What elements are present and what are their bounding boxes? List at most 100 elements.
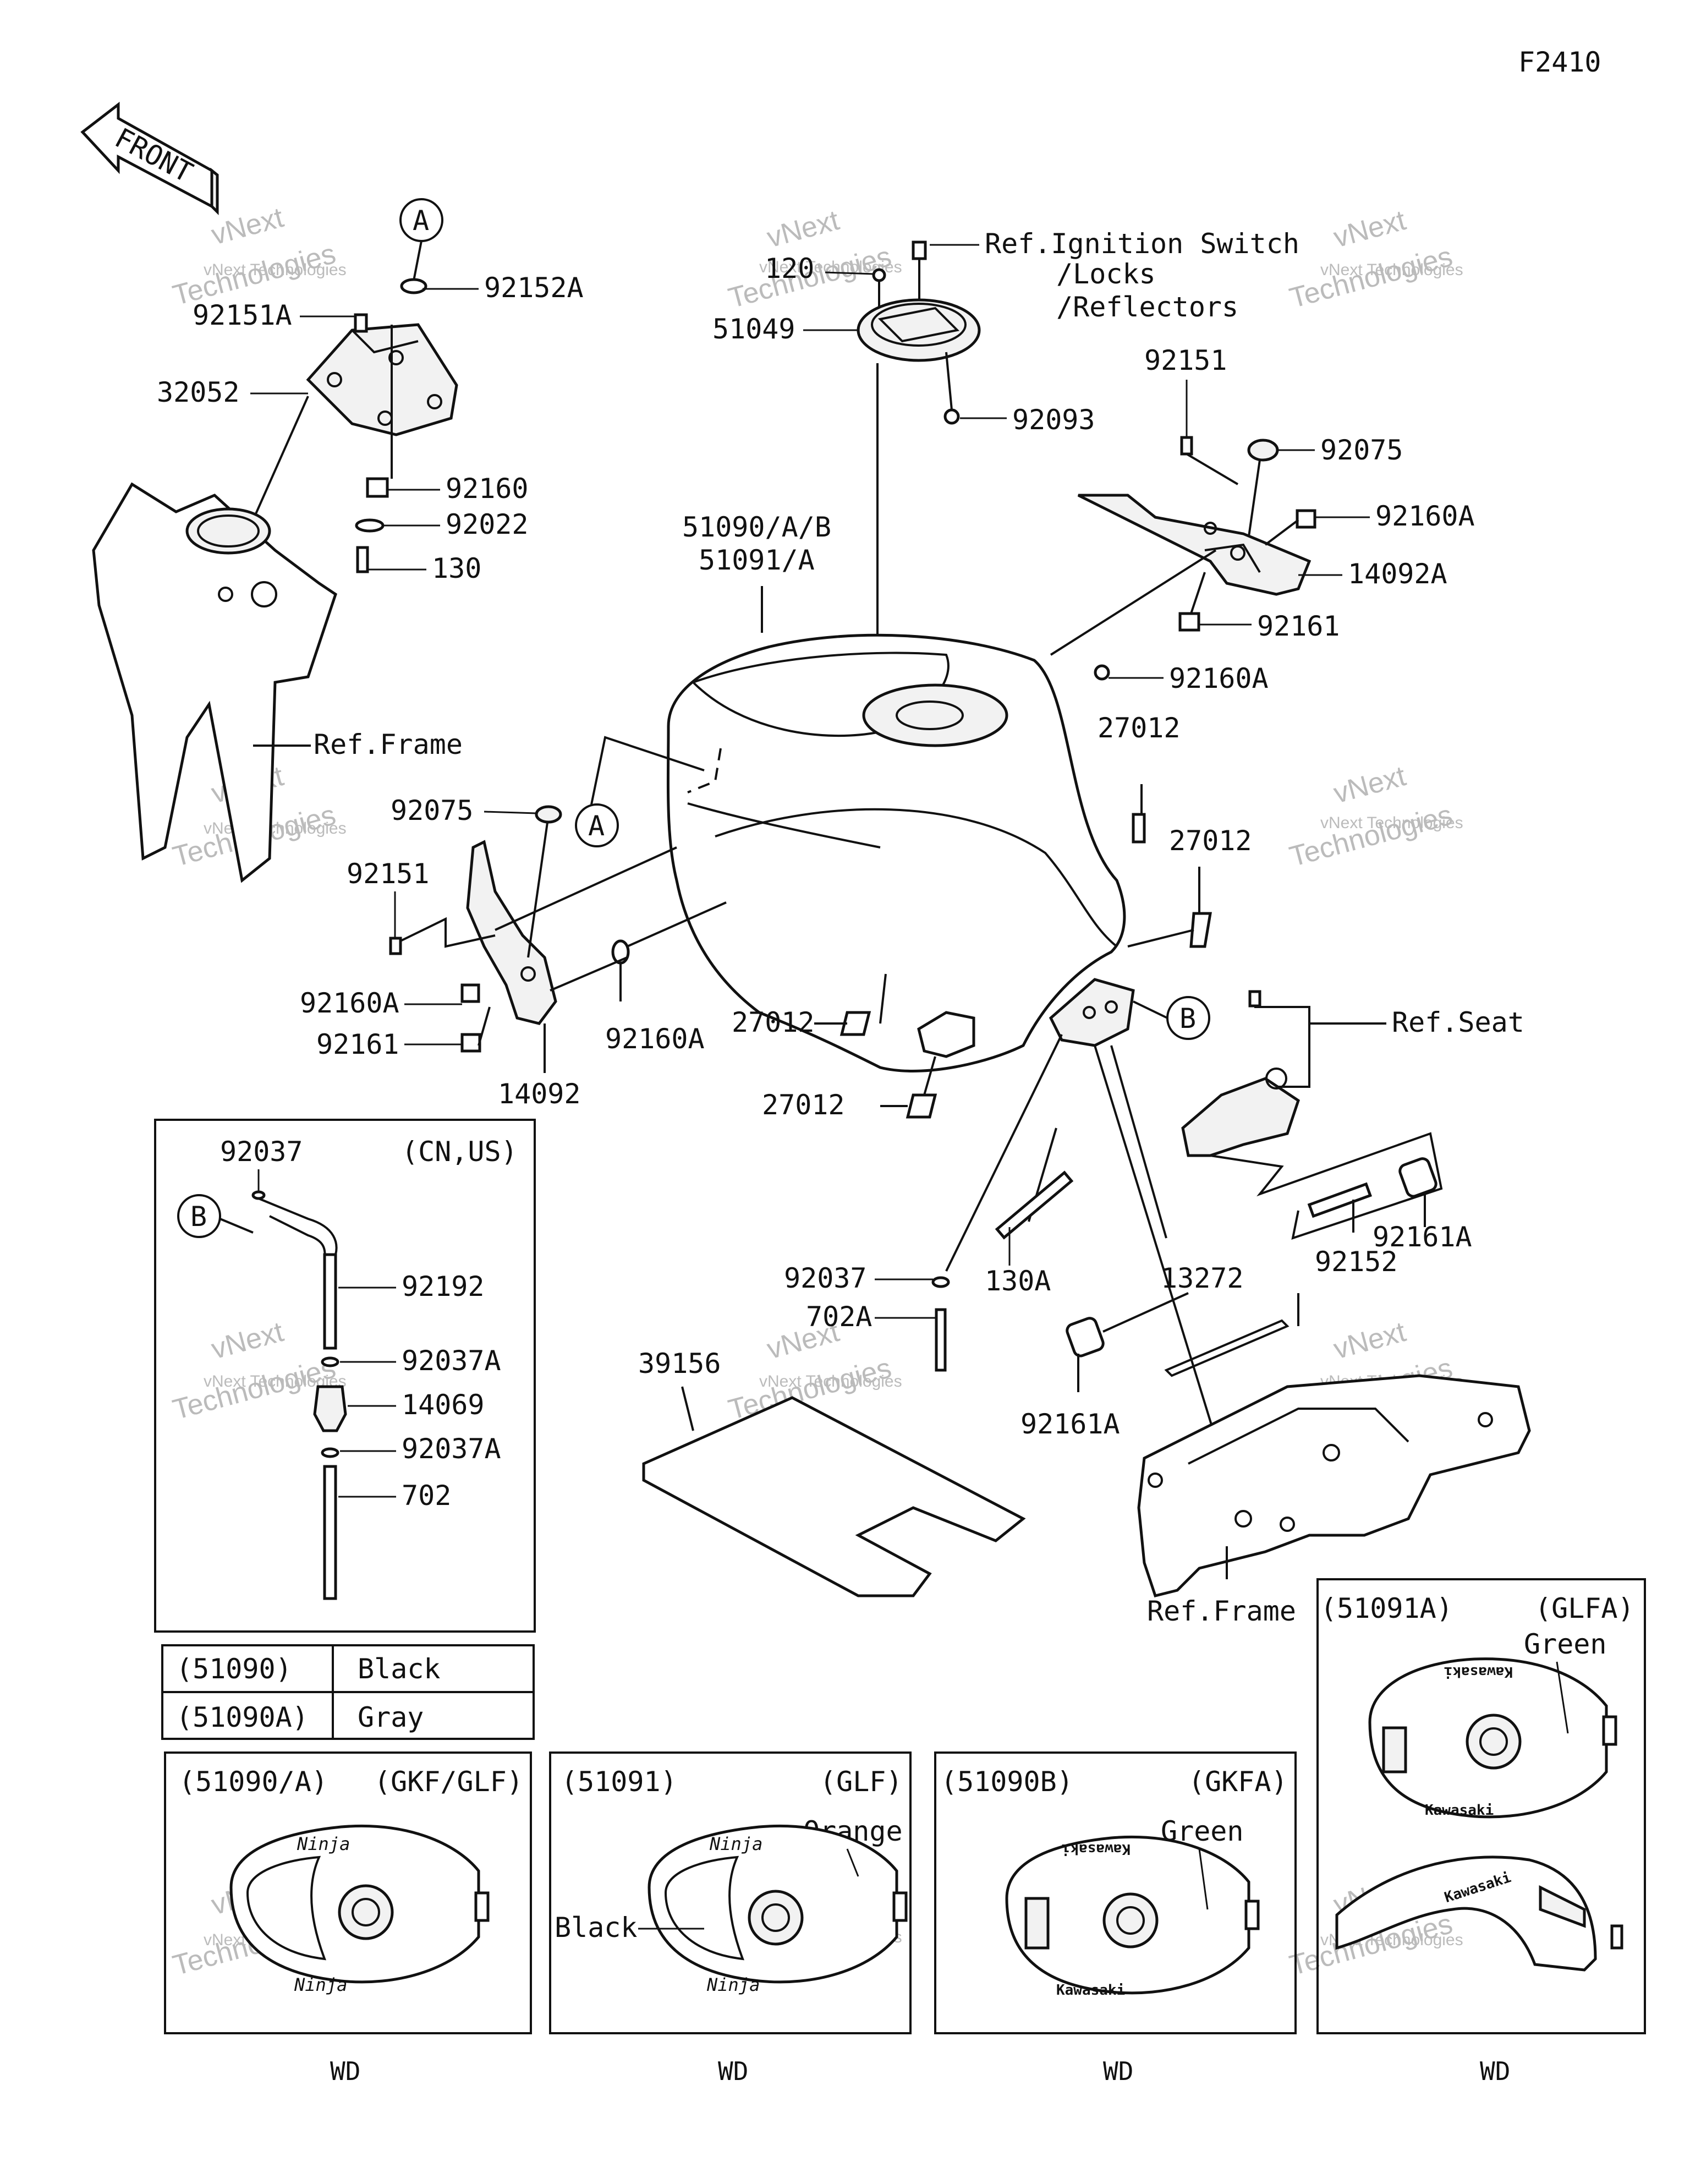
clamp-92037A-1	[321, 1356, 339, 1367]
part-number-92022: 92022	[446, 508, 529, 540]
ref-ignition-label-1: Ref.Ignition Switch	[985, 228, 1299, 260]
watermark-small: vNext Technologies	[1320, 814, 1463, 832]
ninja-logo: Ninja	[297, 1833, 350, 1854]
part-number-92093: 92093	[1012, 404, 1095, 436]
clamp-92037-mid	[931, 1276, 950, 1288]
watermark-small: vNext Technologies	[204, 819, 347, 838]
part-number-130A: 130A	[985, 1265, 1051, 1297]
part-number-39156: 39156	[638, 1348, 721, 1380]
ref-frame-right-part	[1137, 1374, 1531, 1597]
fuel-tank-51090	[666, 633, 1126, 1072]
variant-trim: (GKF/GLF)	[374, 1766, 523, 1798]
kawasaki-logo: Kawasaki	[1062, 1841, 1131, 1857]
part-number-14092A: 14092A	[1348, 558, 1447, 590]
bolt-92151A	[354, 313, 368, 333]
part-number-92152A: 92152A	[484, 272, 584, 304]
variant-region: WD	[330, 2056, 360, 2086]
part-number-92160A-mid: 92160A	[605, 1023, 705, 1055]
pad-27012-4	[906, 1093, 937, 1119]
inset-item-92037A-1: 92037A	[402, 1345, 501, 1377]
bracket-14092A	[1077, 494, 1312, 596]
damper-92161-left	[460, 1033, 481, 1053]
variant-region: WD	[1103, 2056, 1133, 2086]
variant-region: WD	[1480, 2056, 1510, 2086]
color-table: (51090) Black (51090A) Gray	[161, 1644, 535, 1740]
part-number-92151-right: 92151	[1144, 344, 1227, 376]
hose-702	[323, 1465, 337, 1600]
damper-92161A-2	[1066, 1317, 1105, 1358]
variant-note-green: Green	[1524, 1628, 1607, 1660]
part-number-27012-2: 27012	[1169, 825, 1252, 857]
pad-27012-1	[1132, 813, 1146, 844]
part-number-92161A-1: 92161A	[1373, 1221, 1472, 1253]
ref-seat-label: Ref.Seat	[1392, 1006, 1524, 1038]
color-table-color: Gray	[358, 1701, 424, 1733]
washer-92022	[355, 518, 385, 533]
part-number-51091: 51091/A	[699, 544, 815, 576]
part-number-92160A-left: 92160A	[300, 987, 399, 1019]
filter-14069	[313, 1385, 347, 1432]
part-number-92075-right: 92075	[1320, 434, 1403, 466]
ref-seat-part	[1181, 990, 1300, 1157]
variant-trim: (GLFA)	[1535, 1592, 1634, 1624]
watermark-small: vNext Technologies	[204, 261, 347, 279]
variant-panel-51091A: (51091A) (GLFA) Green Kawasaki Kawasaki …	[1316, 1578, 1646, 2086]
part-number-92075-left: 92075	[391, 795, 474, 826]
ref-ignition-label-3: /Reflectors	[1056, 291, 1238, 323]
part-labels: 92152A 92151A 32052 92160 92022 130 Ref.…	[157, 228, 1524, 1627]
watermark-text: vNext	[1330, 1316, 1409, 1366]
watermark-text: vNext	[764, 204, 843, 254]
front-direction-arrow-icon: FRONT	[80, 101, 219, 216]
pad-27012-2	[1189, 912, 1212, 948]
watermark-text: vNext	[208, 1316, 287, 1366]
bracket-32052	[306, 323, 458, 436]
part-number-92037-mid: 92037	[784, 1262, 867, 1294]
inset-item-92037A-2: 92037A	[402, 1433, 501, 1465]
cap-92075-left	[535, 805, 562, 824]
color-table-code: (51090A)	[176, 1701, 309, 1733]
part-number-27012-3: 27012	[732, 1006, 815, 1038]
part-number-92161-left: 92161	[316, 1028, 399, 1060]
clamp-92037-inset	[251, 1190, 266, 1200]
part-number-702A: 702A	[806, 1301, 872, 1333]
hose-92192	[323, 1253, 337, 1350]
bolt-92151-right	[1180, 436, 1193, 456]
part-number-92161-right: 92161	[1257, 610, 1340, 642]
inset-item-702: 702	[402, 1480, 451, 1512]
inset-title: (CN,US)	[402, 1136, 518, 1168]
bolt-92151-left	[389, 937, 402, 955]
clamp-92037A-2	[321, 1447, 339, 1458]
band-13272	[1164, 1319, 1290, 1377]
hose-702A	[935, 1308, 947, 1372]
callout-a-mid: A	[575, 736, 705, 847]
bracket-b-mount	[1049, 978, 1135, 1047]
ninja-logo: Ninja	[709, 1833, 762, 1854]
bolt-130A	[995, 1170, 1074, 1240]
inset-item-92037: 92037	[220, 1136, 303, 1168]
part-number-92160: 92160	[446, 473, 529, 505]
part-number-92152: 92152	[1315, 1246, 1398, 1278]
part-number-51049: 51049	[712, 313, 795, 345]
damper-92160	[366, 477, 389, 498]
kawasaki-logo: Kawasaki	[1444, 1663, 1513, 1680]
kawasaki-logo: Kawasaki	[1425, 1802, 1494, 1819]
part-number-130: 130	[432, 552, 481, 584]
variant-code: (51090B)	[941, 1766, 1073, 1798]
watermark-small: vNext Technologies	[1320, 261, 1463, 279]
part-number-92161A-2: 92161A	[1020, 1408, 1120, 1440]
part-number-32052: 32052	[157, 376, 240, 408]
watermark-text: vNext	[1330, 204, 1409, 254]
part-number-14092: 14092	[498, 1078, 581, 1110]
pad-27012-3	[839, 1011, 871, 1036]
variant-panel-51090B: (51090B) (GKFA) Green Kawasaki Kawasaki …	[934, 1751, 1297, 2086]
ninja-logo: Ninja	[706, 1974, 760, 1995]
callout-b-inset: B	[177, 1194, 254, 1238]
mat-39156	[642, 1396, 1026, 1597]
variant-code: (51091)	[561, 1766, 677, 1798]
inset-item-92192: 92192	[402, 1271, 485, 1302]
part-number-92151A: 92151A	[193, 299, 292, 331]
color-table-color: Black	[358, 1653, 441, 1685]
grommet-92152A	[400, 278, 427, 294]
watermark-text: vNext	[1330, 760, 1409, 810]
collar-92152	[1307, 1182, 1372, 1218]
